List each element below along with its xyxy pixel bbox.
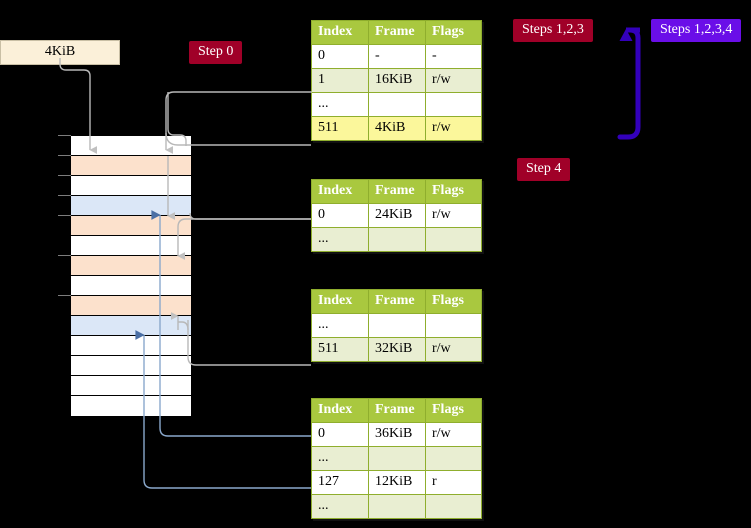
grid-tick [58, 295, 71, 296]
grid-tick [58, 195, 71, 196]
badge-step-0: Step 0 [189, 41, 243, 64]
cell-index: ... [311, 494, 369, 519]
cell-frame [368, 227, 426, 252]
cell-index: 511 [311, 337, 369, 362]
memory-frame-row [71, 196, 191, 216]
table-row: ... [311, 313, 482, 338]
grid-tick [58, 135, 71, 136]
memory-block-4kib: 4KiB [0, 40, 120, 65]
cell-flags [425, 446, 482, 471]
column-header-frame: Frame [368, 179, 426, 204]
grid-tick [58, 215, 71, 216]
column-header-frame: Frame [368, 20, 426, 45]
cell-index: 0 [311, 44, 369, 69]
cell-flags [425, 227, 482, 252]
cell-flags: r [425, 470, 482, 495]
connector-t2-511-to-grid [171, 312, 311, 366]
table-row: ... [311, 227, 482, 252]
column-header-flags: Flags [425, 289, 482, 314]
memory-frame-row [71, 376, 191, 396]
cell-frame: - [368, 44, 426, 69]
cell-frame: 16KiB [368, 68, 426, 93]
cell-index: ... [311, 227, 369, 252]
memory-frame-row [71, 256, 191, 276]
memory-frame-row [71, 216, 191, 236]
grid-tick [58, 175, 71, 176]
memory-frame-row [71, 136, 191, 156]
memory-frame-row [71, 176, 191, 196]
connector-t1-to-grid-row6 [177, 218, 311, 260]
cell-frame [368, 494, 426, 519]
cell-frame: 32KiB [368, 337, 426, 362]
cell-flags: - [425, 44, 482, 69]
memory-frame-row [71, 276, 191, 296]
cell-flags: r/w [425, 68, 482, 93]
table-row: ... [311, 446, 482, 471]
cell-index: ... [311, 92, 369, 117]
memory-frame-row [71, 396, 191, 416]
badge-steps-1234: Steps 1,2,3,4 [651, 19, 742, 42]
column-header-flags: Flags [425, 179, 482, 204]
cell-frame [368, 92, 426, 117]
table-row: ... [311, 494, 482, 519]
cell-frame: 12KiB [368, 470, 426, 495]
grid-tick [58, 255, 71, 256]
cell-frame: 36KiB [368, 422, 426, 447]
cell-index: 511 [311, 116, 369, 141]
column-header-frame: Frame [368, 289, 426, 314]
memory-frame-row [71, 156, 191, 176]
cell-index: 0 [311, 422, 369, 447]
column-header-frame: Frame [368, 398, 426, 423]
badge-step-4: Step 4 [517, 158, 571, 181]
grid-tick [58, 155, 71, 156]
cell-frame: 4KiB [368, 116, 426, 141]
cell-flags [425, 313, 482, 338]
cell-index: 0 [311, 203, 369, 228]
cell-flags: r/w [425, 422, 482, 447]
cell-frame: 24KiB [368, 203, 426, 228]
badge-steps-123: Steps 1,2,3 [513, 19, 593, 42]
physical-memory-grid [70, 135, 191, 416]
bracket-steps-arrow [617, 27, 641, 140]
table-row: ... [311, 92, 482, 117]
memory-frame-row [71, 336, 191, 356]
column-header-flags: Flags [425, 20, 482, 45]
connector-blue-up-1 [144, 430, 166, 448]
column-header-flags: Flags [425, 398, 482, 423]
cell-index: ... [311, 446, 369, 471]
column-header-index: Index [311, 20, 369, 45]
memory-frame-row [71, 316, 191, 336]
cell-flags: r/w [425, 203, 482, 228]
column-header-index: Index [311, 289, 369, 314]
memory-frame-row [71, 296, 191, 316]
column-header-index: Index [311, 179, 369, 204]
cell-flags [425, 494, 482, 519]
cell-flags [425, 92, 482, 117]
cell-frame [368, 446, 426, 471]
cell-flags: r/w [425, 337, 482, 362]
memory-frame-row [71, 236, 191, 256]
cell-frame [368, 313, 426, 338]
cell-flags: r/w [425, 116, 482, 141]
cell-index: ... [311, 313, 369, 338]
cell-index: 1 [311, 68, 369, 93]
column-header-index: Index [311, 398, 369, 423]
cell-index: 127 [311, 470, 369, 495]
table-row: 0-- [311, 44, 482, 69]
memory-frame-row [71, 356, 191, 376]
